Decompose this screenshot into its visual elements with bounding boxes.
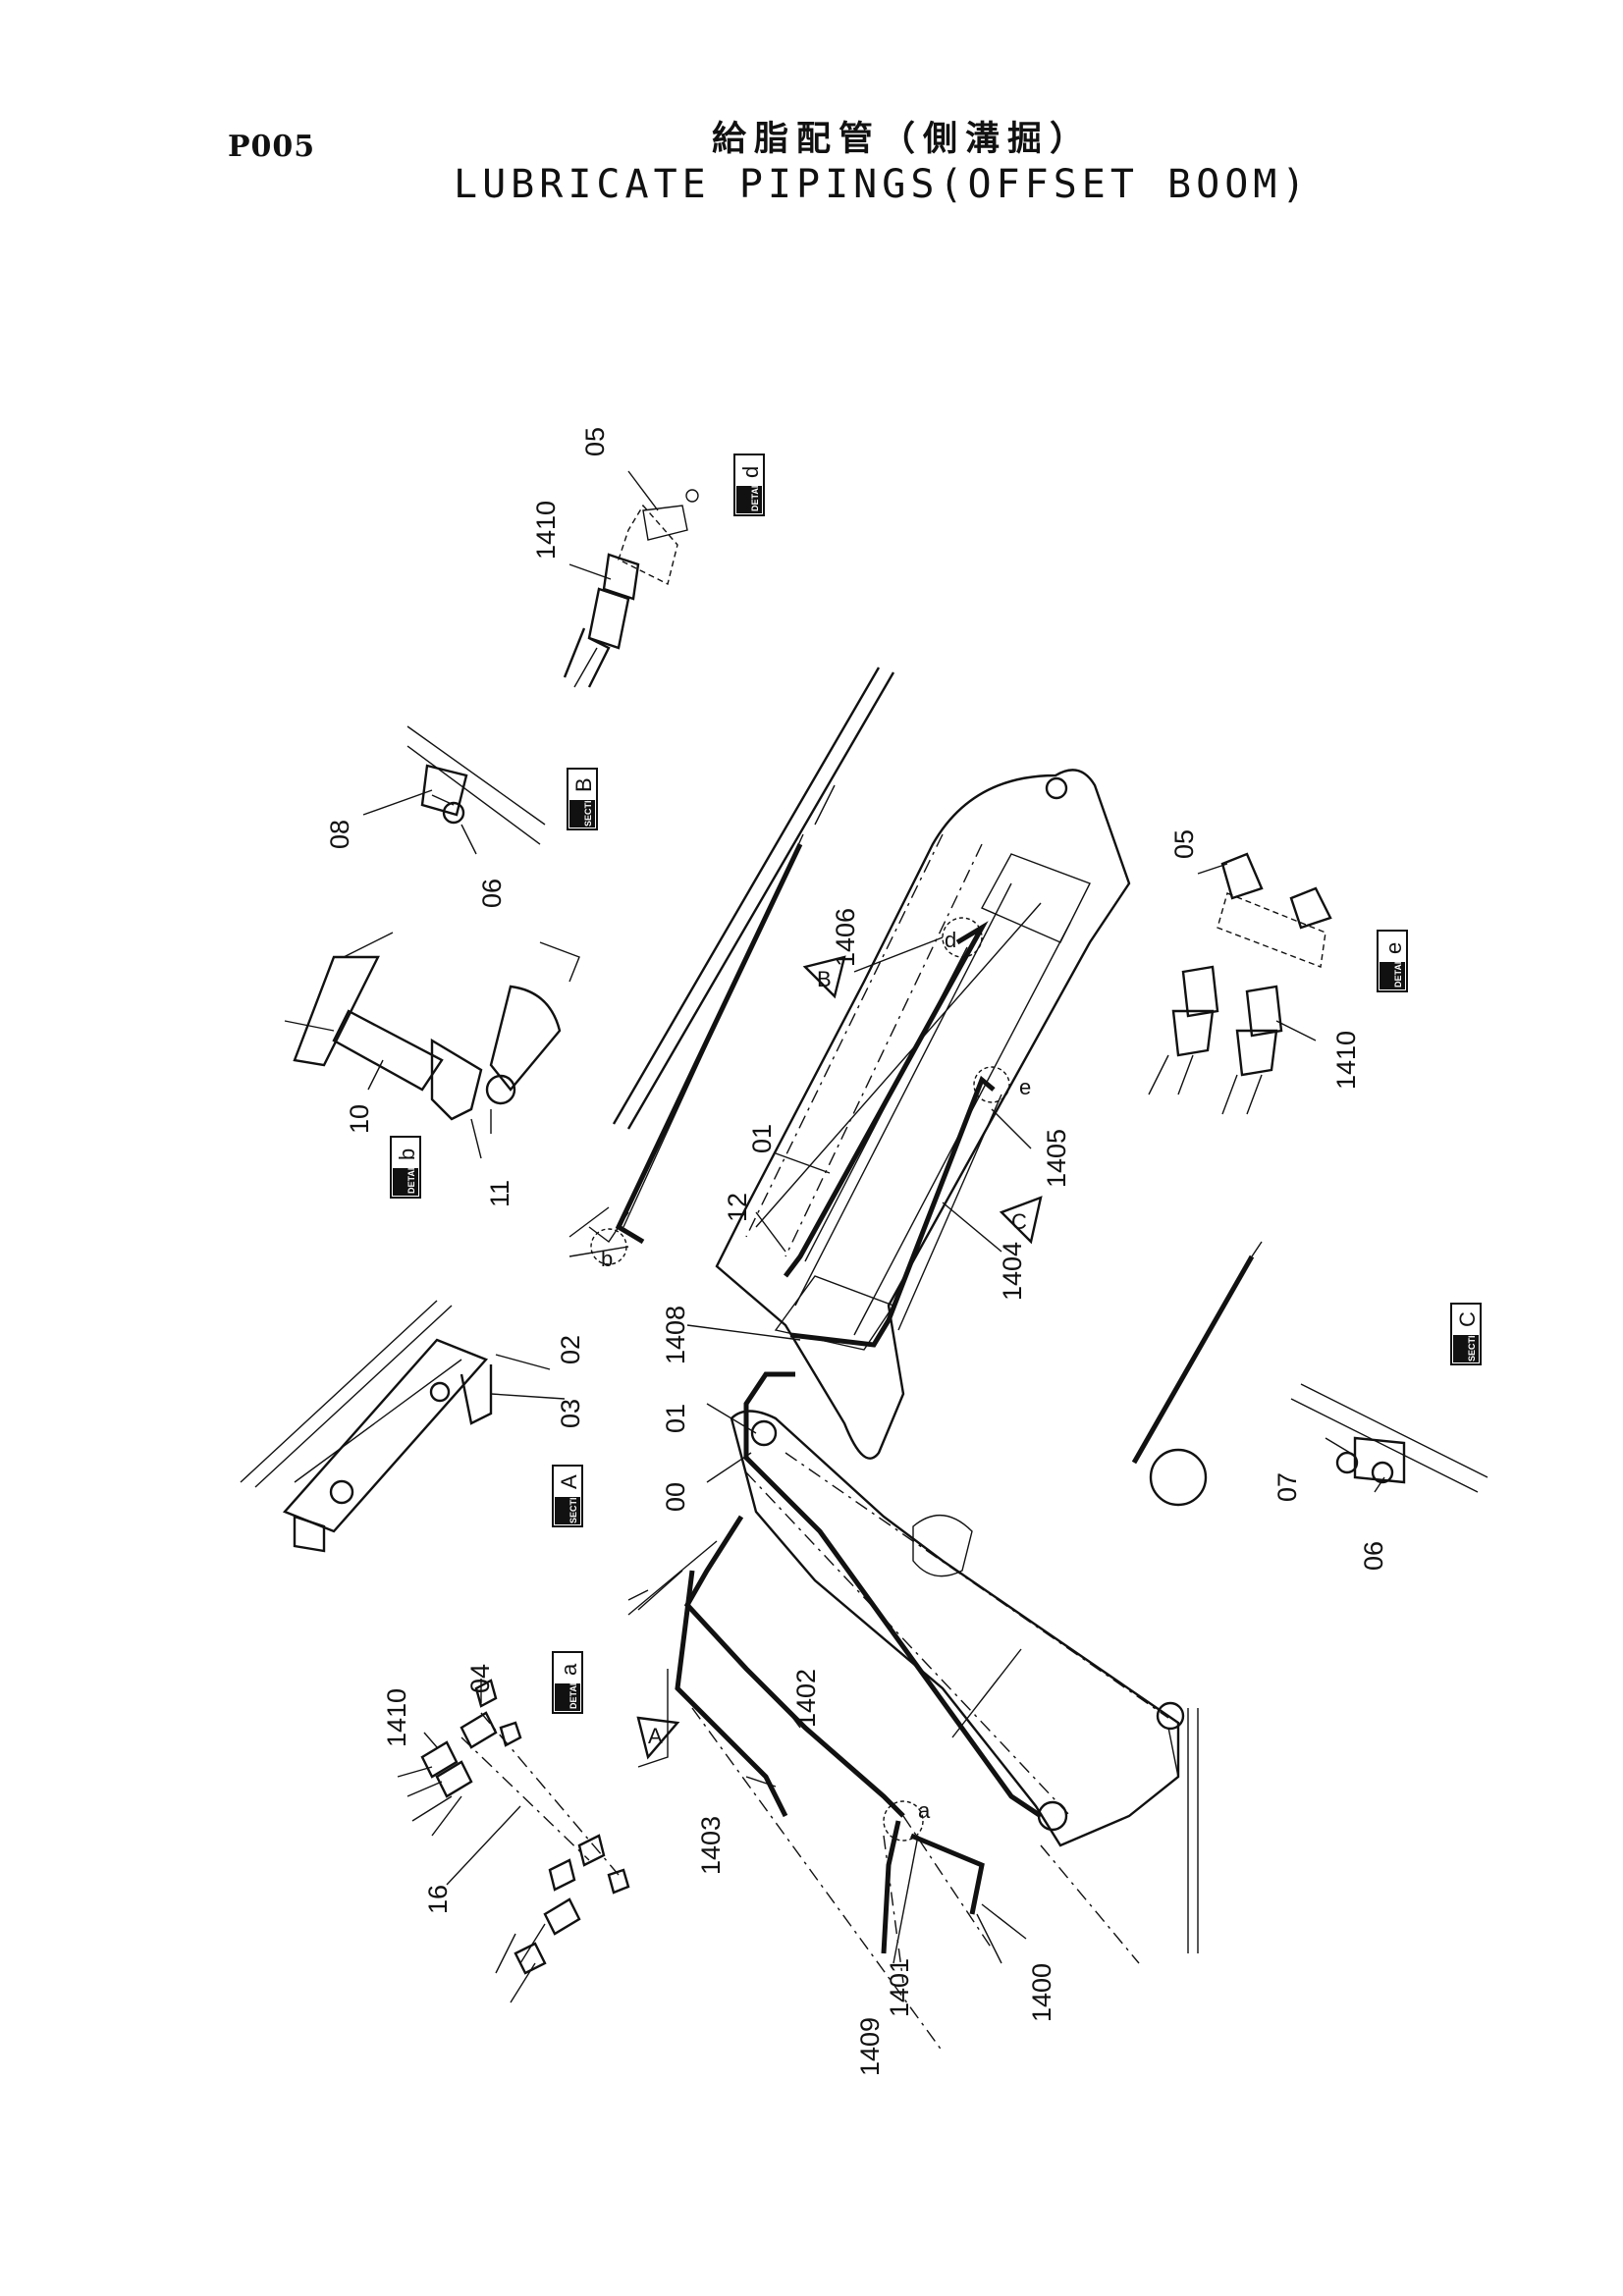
detail-a-view: [397, 1679, 630, 2003]
view-tag-section-A: SECTION A: [552, 1465, 583, 1527]
part-label: 1409: [855, 2017, 885, 2076]
boom-pipes: [627, 921, 1043, 1984]
part-label: 05: [1169, 829, 1199, 859]
tag-kind: DETAIL: [568, 1678, 578, 1709]
part-numbers: 05 1410 08 06 10 11 01 12 1406 1405 1404…: [325, 427, 1388, 2076]
part-label: 11: [485, 1180, 514, 1207]
part-label: 00: [661, 1482, 690, 1512]
tag-letter: b: [395, 1148, 419, 1160]
part-label: 01: [747, 1124, 777, 1153]
part-label: 1402: [791, 1669, 821, 1728]
detail-b-view: [284, 932, 580, 1159]
part-label: 1403: [696, 1816, 726, 1875]
circle-mark-e: e: [1019, 1075, 1031, 1099]
detail-d-view: [563, 489, 699, 688]
part-label: 04: [465, 1664, 495, 1693]
part-label: 07: [1272, 1472, 1302, 1502]
tag-kind: SECTION: [583, 787, 593, 827]
tag-letter: A: [557, 1474, 581, 1489]
part-label: 06: [1359, 1541, 1388, 1571]
tag-kind: DETAIL: [406, 1162, 416, 1194]
circle-mark-b: b: [601, 1247, 613, 1271]
page-code: P005: [228, 130, 316, 164]
part-label: 12: [723, 1193, 752, 1222]
part-label: 1410: [531, 501, 561, 560]
circle-mark-d: d: [945, 928, 956, 952]
arrow-B-label: B: [817, 967, 832, 991]
view-tag-detail-b: DETAIL b: [390, 1136, 421, 1199]
part-label: 1401: [885, 1958, 914, 2017]
part-label: 10: [345, 1104, 374, 1134]
tag-letter: B: [571, 777, 596, 792]
tag-kind: DETAIL: [1393, 956, 1403, 988]
view-tag-section-C: SECTION C: [1450, 1303, 1482, 1365]
part-label: 1408: [661, 1306, 690, 1364]
offset-boom: [691, 769, 1199, 2053]
tag-kind: SECTION: [1467, 1322, 1477, 1362]
tag-letter: d: [738, 466, 763, 478]
part-label: 1400: [1027, 1963, 1056, 2022]
circle-mark-a: a: [918, 1798, 931, 1823]
arrow-A-label: A: [648, 1724, 663, 1748]
detail-circle-marks: d e b a: [590, 917, 1031, 1842]
leader-lines: [362, 470, 1385, 1964]
view-tag-detail-a: DETAIL a: [552, 1651, 583, 1714]
part-label: 02: [556, 1335, 585, 1364]
part-label: 08: [325, 820, 354, 849]
view-arrows: B C A: [636, 955, 1043, 1760]
tag-kind: DETAIL: [750, 480, 760, 511]
part-label: 1406: [831, 908, 860, 967]
tag-letter: C: [1455, 1311, 1480, 1327]
title-english: LUBRICATE PIPINGS(OFFSET BOOM): [454, 162, 1311, 207]
detail-e-view: [1148, 852, 1332, 1115]
section-A-view: [240, 1300, 493, 1553]
arm-stick-view: [568, 667, 895, 1257]
part-label: 05: [580, 427, 610, 456]
part-label: 16: [423, 1885, 453, 1914]
section-B-view: [406, 725, 546, 845]
title-japanese: 給脂配管（側溝掘）: [712, 120, 1093, 159]
part-label: 1405: [1042, 1129, 1071, 1188]
section-C-view: [1131, 1241, 1488, 1507]
view-tag-section-B: SECTION B: [567, 768, 598, 830]
tag-letter: e: [1381, 942, 1406, 954]
view-tag-detail-e: DETAIL e: [1377, 930, 1408, 992]
part-label: 1410: [382, 1688, 411, 1747]
part-label: 1410: [1331, 1031, 1361, 1090]
part-label: 01: [661, 1404, 690, 1433]
part-label: 03: [556, 1399, 585, 1428]
arrow-C-label: C: [1011, 1209, 1027, 1234]
tag-letter: a: [557, 1663, 581, 1676]
view-tag-detail-d: DETAIL d: [733, 454, 765, 516]
tag-kind: SECTION: [568, 1484, 578, 1523]
part-label: 06: [477, 879, 507, 908]
part-label: 1404: [998, 1242, 1027, 1301]
